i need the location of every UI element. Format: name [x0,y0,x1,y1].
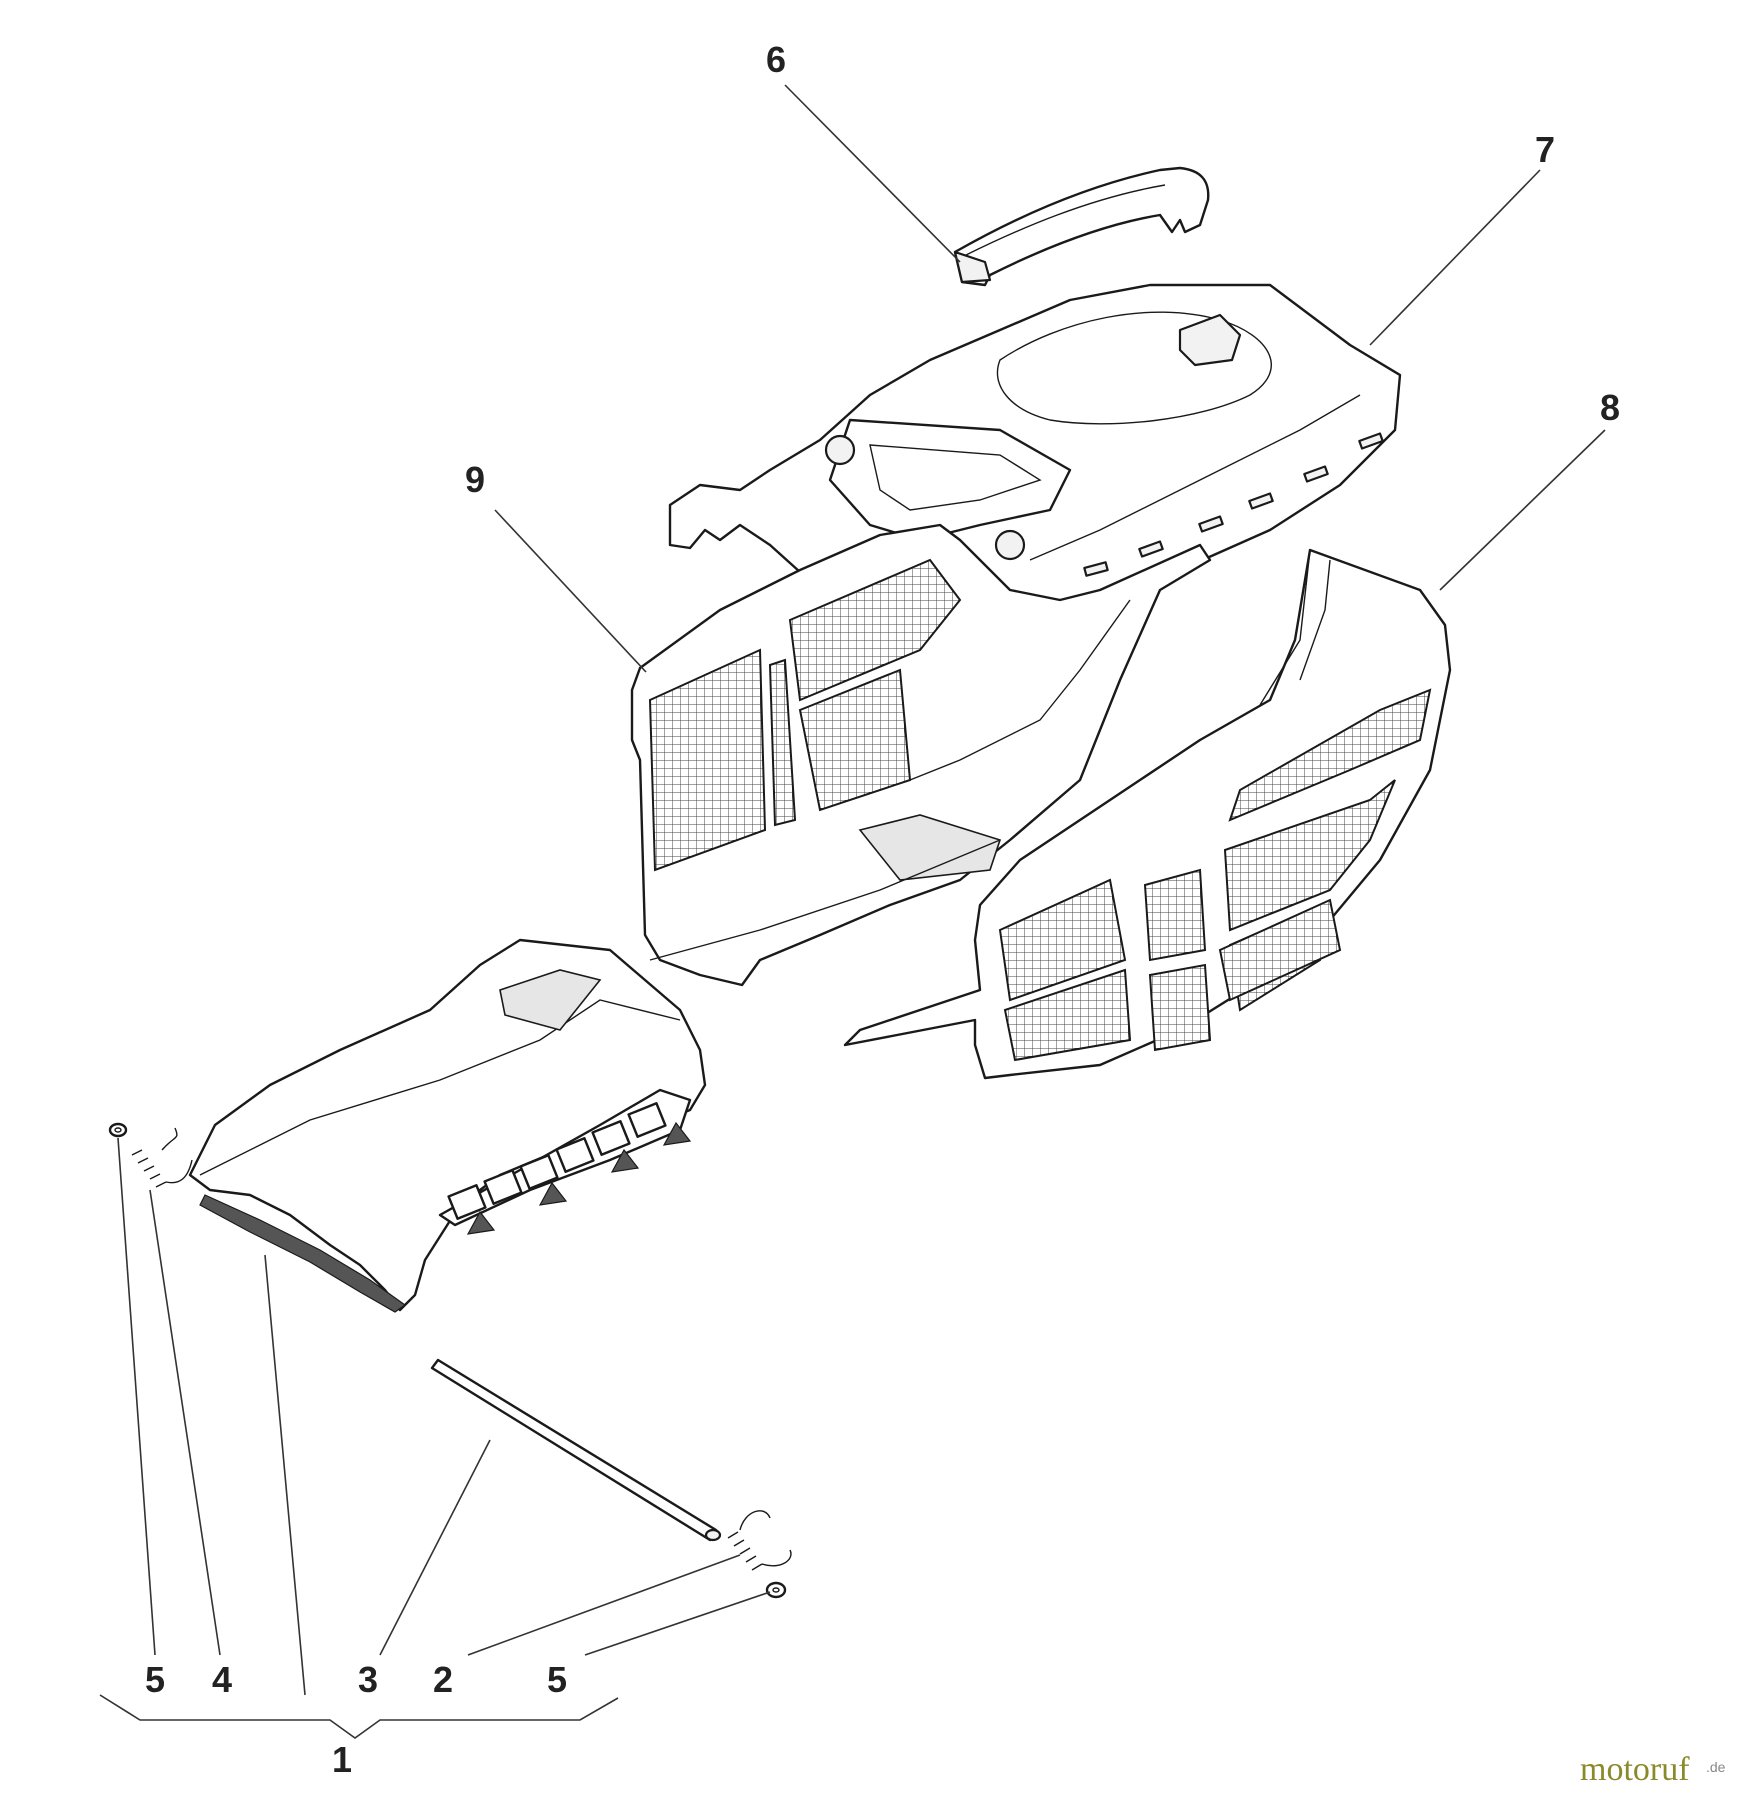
callout-5-left: 5 [145,1659,165,1700]
part-bag-frame [630,523,1212,987]
callout-3: 3 [358,1659,378,1700]
watermark-text: motoruf [1580,1751,1690,1788]
callout-7: 7 [1535,129,1555,170]
leader-lines [99,84,1606,1739]
callout-labels: 6 7 8 9 5 4 3 2 5 1 [145,39,1620,1780]
callout-1: 1 [332,1739,352,1780]
callout-4: 4 [212,1659,232,1700]
part-rod [430,1358,722,1542]
part-washer-left [108,1122,128,1138]
callout-6: 6 [766,39,786,80]
callout-5-right: 5 [547,1659,567,1700]
watermark-tld: .de [1706,1759,1726,1775]
warning-label-panel [438,1088,692,1235]
callout-8: 8 [1600,387,1620,428]
watermark: motoruf .de [1580,1751,1726,1788]
part-washer-right [765,1581,787,1599]
part-spring-right [727,1510,792,1571]
callout-2: 2 [433,1659,453,1700]
part-handle [953,166,1210,287]
callout-9: 9 [465,459,485,500]
part-flap [188,938,707,1313]
part-spring-left [131,1127,193,1188]
part-bag-rear [843,548,1452,1080]
